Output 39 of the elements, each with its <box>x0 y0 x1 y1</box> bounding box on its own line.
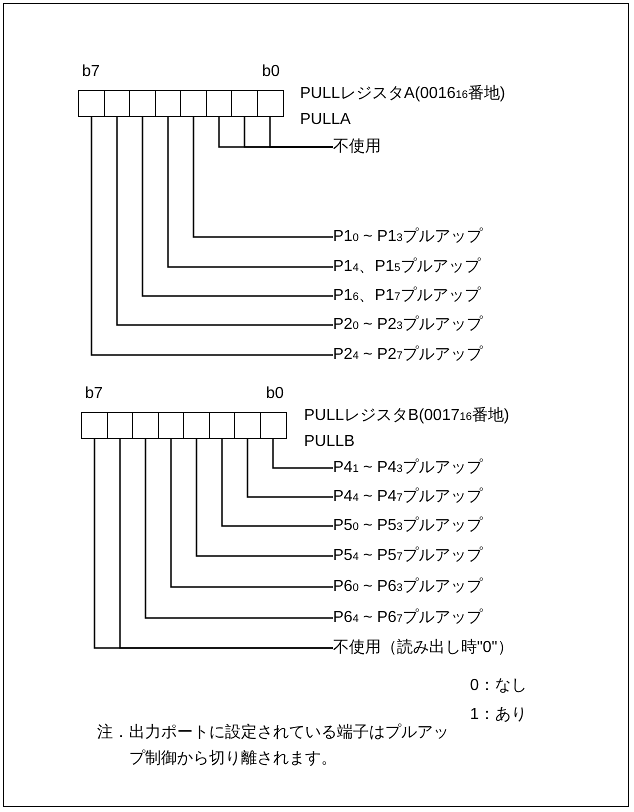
leader-line <box>192 117 333 238</box>
leader-line <box>221 439 333 527</box>
bit-cell <box>81 412 108 439</box>
bit-label: 不使用（読み出し時"0"） <box>333 638 514 658</box>
bit-cell <box>154 90 182 117</box>
value-note: 0：なし <box>470 676 527 696</box>
bit-number: b0 <box>262 62 280 82</box>
leader-line <box>272 439 333 469</box>
leader-line <box>269 117 333 148</box>
bit-cell <box>183 412 210 439</box>
value-note: 1：あり <box>470 705 527 725</box>
bit-cell <box>208 412 236 439</box>
bit-cell <box>256 90 284 117</box>
leader-line <box>144 439 333 619</box>
bit-cell <box>231 90 258 117</box>
bit-cell <box>206 90 232 117</box>
bit-number: b7 <box>85 384 103 404</box>
leader-line <box>167 117 333 268</box>
leader-line <box>170 439 333 588</box>
footnote: 注．出力ポートに設定されている端子はプルアップ制御から切り離されます。 <box>97 722 449 769</box>
bit-cell <box>234 412 261 439</box>
bit-cell <box>158 412 184 439</box>
register-name: PULLA <box>300 110 351 130</box>
leader-line <box>90 117 333 356</box>
bit-cell <box>180 90 207 117</box>
register-name: PULLB <box>304 432 355 452</box>
bit-cell <box>104 90 130 117</box>
leader-line <box>196 439 333 557</box>
leader-line <box>116 117 333 326</box>
bit-cell <box>78 90 105 117</box>
bit-number: b7 <box>82 62 100 82</box>
bit-cell <box>260 412 286 439</box>
bit-cell <box>129 90 156 117</box>
bit-cell <box>132 412 159 439</box>
bit-cell <box>106 412 134 439</box>
leader-line <box>142 117 333 297</box>
bit-label: 不使用 <box>333 137 381 157</box>
bit-number: b0 <box>266 384 284 404</box>
leader-line <box>246 439 333 498</box>
